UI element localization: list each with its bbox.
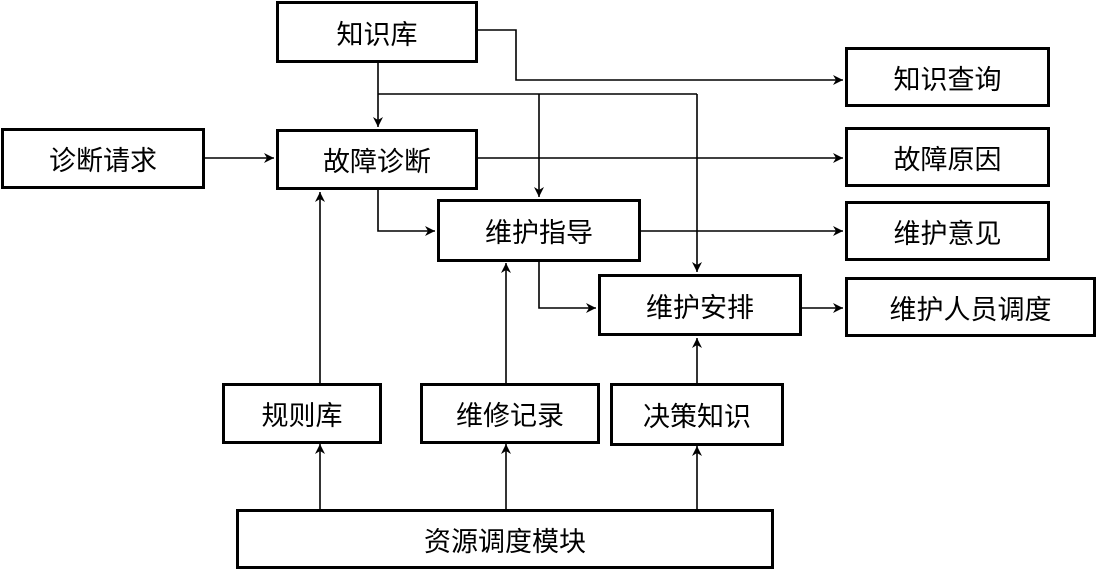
arrow-kb-to-query — [478, 29, 843, 85]
node-label: 故障原因 — [893, 144, 1002, 176]
node-fault-cause: 故障原因 — [845, 127, 1050, 187]
node-label: 维修记录 — [456, 401, 564, 432]
node-diagnosis-request: 诊断请求 — [1, 128, 205, 189]
node-fault-diagnosis: 故障诊断 — [276, 129, 478, 190]
node-label: 决策知识 — [643, 402, 751, 433]
node-rule-base: 规则库 — [222, 383, 382, 444]
node-label: 维护安排 — [646, 292, 754, 324]
node-repair-records: 维修记录 — [420, 383, 600, 444]
arrow-diagnosis-to-guidance — [377, 190, 435, 236]
node-label: 知识库 — [336, 19, 418, 51]
node-label: 维护意见 — [893, 218, 1002, 250]
node-label: 规则库 — [261, 401, 343, 432]
node-label: 维护指导 — [485, 218, 593, 249]
node-maintenance-staff-scheduling: 维护人员调度 — [845, 277, 1096, 337]
node-maintenance-arrangement: 维护安排 — [598, 274, 802, 336]
node-label: 资源调度模块 — [424, 526, 586, 558]
node-label: 故障诊断 — [323, 147, 431, 178]
node-decision-knowledge: 决策知识 — [610, 383, 784, 446]
node-label: 知识查询 — [893, 64, 1002, 96]
arrow-guidance-to-arrangement — [538, 262, 596, 313]
node-knowledge-base: 知识库 — [276, 1, 478, 63]
node-knowledge-query: 知识查询 — [845, 47, 1050, 107]
node-maintenance-guidance: 维护指导 — [437, 199, 641, 262]
node-resource-scheduling-module: 资源调度模块 — [236, 509, 774, 569]
node-label: 维护人员调度 — [889, 294, 1052, 326]
node-maintenance-opinion: 维护意见 — [845, 201, 1050, 261]
node-label: 诊断请求 — [49, 146, 157, 177]
